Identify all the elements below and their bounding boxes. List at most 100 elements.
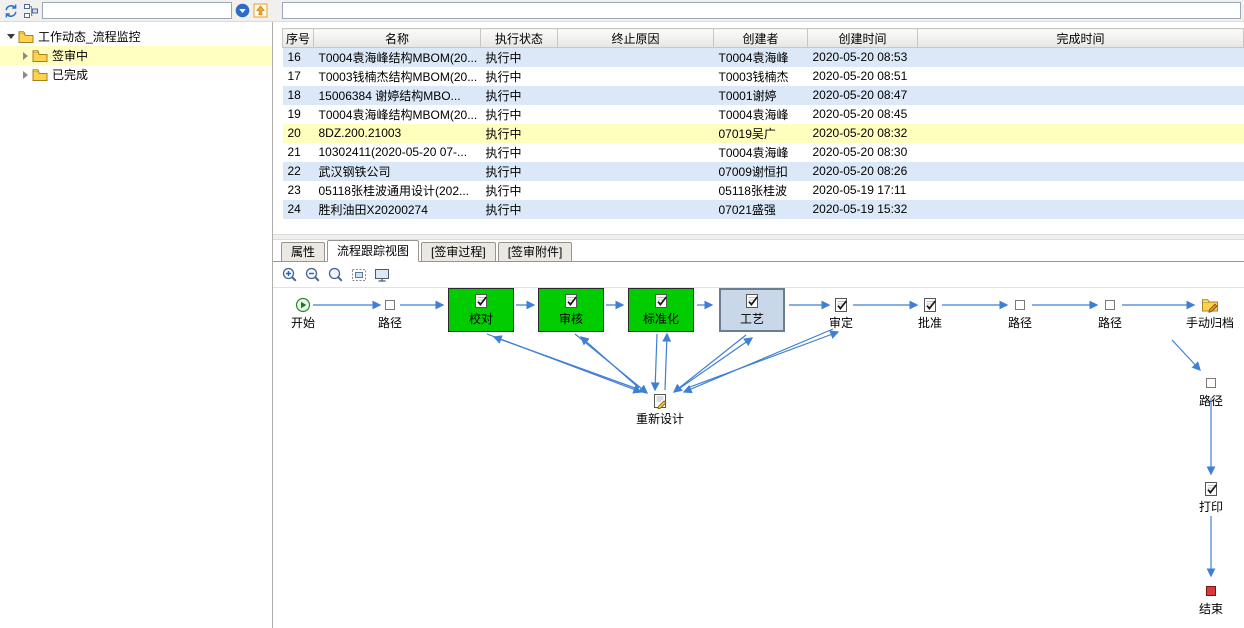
cell-col3: 执行中 [485,164,522,179]
expand-caret-icon[interactable] [18,51,32,60]
cell-col4 [558,105,714,124]
column-header-7[interactable]: 完成时间 [917,28,1244,48]
flow-node-craft[interactable]: 工艺 [719,288,785,332]
path-box-icon [382,297,398,313]
doc-pencil-icon [652,393,668,409]
cell-col7 [918,124,1244,143]
tree-root-label: 工作动态_流程监控 [38,30,141,44]
search-down-icon[interactable] [234,3,250,19]
start-play-icon [295,297,311,313]
flow-node-label: 结束 [1198,602,1223,616]
cell-col4 [558,200,714,219]
flow-node-redesign[interactable]: 重新设计 [625,393,695,427]
flow-node-approve[interactable]: 批准 [895,297,965,331]
flow-node-label: 工艺 [739,312,764,326]
path-box-icon [1012,297,1028,313]
cell-col5: T0004袁海峰 [718,107,789,122]
flow-node-label: 重新设计 [635,412,684,426]
folder-icon [32,67,48,83]
overview-icon [373,267,391,283]
cell-col1: 19 [287,107,301,121]
tab-3[interactable]: [签审过程] [421,242,496,261]
cell-col5: T0003钱楠杰 [718,69,789,84]
column-header-4[interactable]: 终止原因 [557,28,714,48]
tab-4[interactable]: [签审附件] [497,242,573,261]
overview-button[interactable] [372,265,392,285]
flow-node-path-2[interactable]: 路径 [985,297,1055,331]
zoom-in-icon [281,267,299,283]
cell-col4 [558,162,714,181]
flow-node-standardize[interactable]: 标准化 [628,288,694,332]
zoom-reset-button[interactable] [326,265,346,285]
flow-node-proofread[interactable]: 校对 [448,288,514,332]
flow-canvas[interactable]: 开始路径校对审核标准化工艺审定批准路径路径手动归档路径打印结束重新设计 [273,288,1244,628]
flow-node-label: 审核 [558,312,583,326]
check-doc-icon [1203,481,1219,497]
tab-2[interactable]: 流程跟踪视图 [327,240,420,262]
cell-col3: 执行中 [485,183,522,198]
column-header-5[interactable]: 创建者 [713,28,808,48]
cell-col7 [918,86,1244,105]
flow-node-start[interactable]: 开始 [273,297,338,331]
tree-item-已完成[interactable]: 已完成 [0,65,272,84]
cell-col6: 2020-05-20 08:53 [812,50,908,65]
column-header-2[interactable]: 名称 [313,28,481,48]
flow-node-verify[interactable]: 审定 [806,297,876,331]
cell-col7 [918,143,1244,162]
flow-node-end[interactable]: 结束 [1176,583,1244,617]
cell-col6: 2020-05-20 08:32 [812,126,908,140]
structure-icon[interactable] [22,2,40,20]
cell-col4 [558,67,714,86]
tree-search-input[interactable] [42,2,232,19]
cell-col2: 05118张桂波通用设计(202... [318,183,470,198]
flow-node-label: 批准 [917,316,942,330]
folder-pencil-icon [1201,297,1219,313]
table-filter-input[interactable] [282,2,1241,19]
expand-caret-icon[interactable] [18,70,32,79]
cell-col5: T0004袁海峰 [718,145,789,160]
end-stop-icon [1203,583,1219,599]
flow-node-path-1[interactable]: 路径 [355,297,425,331]
tree-item-签审中[interactable]: 签审中 [0,46,272,65]
check-doc-icon [833,297,849,313]
refresh-icon[interactable] [2,2,20,20]
horizontal-splitter[interactable] [273,234,1244,240]
flow-toolbar [273,262,1244,288]
cell-col6: 2020-05-20 08:45 [812,107,908,121]
flow-node-label: 路径 [1007,316,1032,330]
flow-node-print[interactable]: 打印 [1176,481,1244,515]
column-header-6[interactable]: 创建时间 [807,28,918,48]
flow-node-path-4[interactable]: 路径 [1176,375,1244,409]
fit-view-button[interactable] [349,265,369,285]
zoom-out-button[interactable] [303,265,323,285]
cell-col6: 2020-05-19 15:32 [812,202,908,216]
zoom-in-button[interactable] [280,265,300,285]
tab-1[interactable]: 属性 [281,242,326,261]
tree-root[interactable]: 工作动态_流程监控 [0,27,272,46]
path-box-icon [1102,297,1118,313]
flow-node-manual-archive[interactable]: 手动归档 [1175,297,1244,331]
flow-node-review[interactable]: 审核 [538,288,604,332]
cell-col3: 执行中 [485,69,522,84]
cell-col2: 胜利油田X20200274 [318,202,428,217]
column-header-1[interactable]: 序号 [282,28,314,48]
cell-col4 [558,124,714,143]
locate-up-icon[interactable] [252,3,268,19]
collapse-caret-icon[interactable] [4,34,18,39]
cell-col5: 07009谢恒扣 [718,164,788,179]
flow-node-path-3[interactable]: 路径 [1075,297,1145,331]
column-header-3[interactable]: 执行状态 [480,28,558,48]
check-doc-icon [563,293,579,309]
